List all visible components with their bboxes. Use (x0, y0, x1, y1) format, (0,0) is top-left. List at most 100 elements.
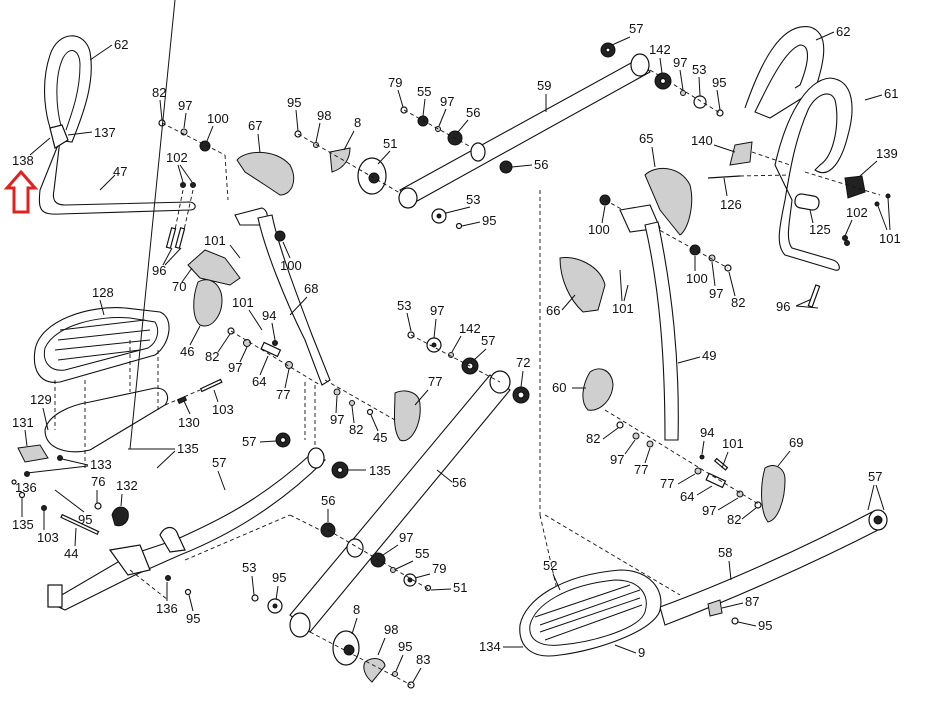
label-97-i: 97 (610, 452, 624, 467)
axle-132 (60, 513, 100, 536)
label-97-h: 55 (415, 546, 429, 561)
label-72: 77 (428, 374, 442, 389)
label-77-c: 77 (634, 462, 648, 477)
label-53-c: 95 (272, 570, 286, 585)
cover-66 (559, 256, 606, 313)
label-57-d: 72 (516, 355, 530, 370)
label-97-g: 82 (349, 422, 363, 437)
bracket-87 (707, 599, 723, 617)
cap-140 (729, 141, 753, 166)
arm-58 (659, 509, 888, 626)
left-fasteners (158, 119, 229, 249)
label-95-c: 95 (712, 75, 726, 90)
label-57-c: 135 (369, 463, 391, 478)
label-95-g: 83 (416, 652, 430, 667)
label-53-a: 53 (466, 192, 480, 207)
label-100-c: 100 (588, 222, 610, 237)
label-138: 138 (12, 153, 34, 168)
plate-128 (44, 387, 169, 453)
label-132: 44 (64, 546, 78, 561)
label-95-e: 53 (242, 560, 256, 575)
label-97-j: 97 (702, 503, 716, 518)
label-95-f: 53 (397, 298, 411, 313)
rod-126 (707, 175, 741, 179)
label-53-b: 53 (692, 62, 706, 77)
label-82-d: 45 (373, 430, 387, 445)
label-133: 136 (15, 480, 37, 495)
label-46: 68 (304, 281, 318, 296)
arm-59 (398, 53, 651, 209)
arm-45 (289, 370, 511, 638)
label-142-a: 142 (649, 42, 671, 57)
bracket-76 (111, 506, 129, 527)
label-53-d: 97 (430, 303, 444, 318)
arm-46 (234, 207, 331, 386)
label-100-d: 100 (686, 271, 708, 286)
label-135-a: 133 (90, 457, 112, 472)
label-131: 130 (178, 415, 200, 430)
highlight-up-arrow-icon (3, 169, 39, 214)
cover-83 (582, 368, 614, 411)
label-103-a: 135 (177, 441, 199, 456)
label-62-right: 62 (836, 24, 850, 39)
label-52: 52 (543, 558, 557, 573)
label-97-f: 142 (459, 321, 481, 336)
label-64-b: 64 (680, 489, 694, 504)
cover-69 (761, 465, 786, 523)
frame-44 (47, 447, 327, 611)
label-62-left: 62 (114, 37, 128, 52)
label-130: 103 (212, 402, 234, 417)
label-8-b: 98 (384, 622, 398, 637)
label-82-a: 82 (152, 85, 166, 100)
label-55-b: 79 (432, 561, 446, 576)
label-70: 46 (180, 344, 194, 359)
label-77-d: 77 (660, 476, 674, 491)
cover-72 (393, 390, 421, 442)
label-135-c: 136 (156, 601, 178, 616)
label-97-a: 97 (178, 98, 192, 113)
label-51-b: 8 (353, 602, 360, 617)
arm59-end-hardware (431, 208, 463, 230)
label-142-b: 57 (481, 333, 495, 348)
label-45: 56 (452, 475, 466, 490)
label-96-b: 96 (776, 299, 790, 314)
label-102-a: 102 (166, 150, 188, 165)
label-140: 140 (691, 133, 713, 148)
label-59: 59 (537, 78, 551, 93)
label-129: 131 (12, 415, 34, 430)
label-61: 61 (884, 86, 898, 101)
label-100-b: 100 (280, 258, 302, 273)
label-101-b: 101 (232, 295, 254, 310)
arm60-bottom-hardware (604, 409, 762, 509)
label-67: 67 (248, 118, 262, 133)
label-66: 66 (546, 303, 560, 318)
label-57-e: 57 (868, 469, 882, 484)
label-137: 137 (94, 125, 116, 140)
label-87: 87 (745, 594, 759, 609)
label-64-a: 64 (252, 374, 266, 389)
label-136-a: 135 (12, 517, 34, 532)
bolt-130-131 (164, 378, 223, 406)
cap-129 (17, 444, 49, 463)
label-101-c: 101 (879, 231, 901, 246)
label-47: 47 (113, 164, 127, 179)
arm46-hardware (227, 327, 321, 386)
label-68: 70 (172, 279, 186, 294)
arm45-top-hardware (407, 331, 530, 404)
label-55-a: 55 (417, 84, 431, 99)
lower-roller-assembly (309, 630, 415, 689)
left-handlebar-47 (38, 35, 196, 215)
label-94-a: 94 (262, 308, 276, 323)
top-roller-hardware (400, 106, 481, 153)
label-101-e: 101 (722, 436, 744, 451)
label-65: 65 (639, 131, 653, 146)
label-56-d: 97 (399, 530, 413, 545)
label-51-a: 51 (383, 136, 397, 151)
shroud-67 (236, 151, 295, 196)
label-77-a: 77 (276, 387, 290, 402)
label-95-b: 95 (482, 213, 496, 228)
label-98-a: 98 (317, 108, 331, 123)
label-83: 60 (552, 380, 566, 395)
label-94-b: 94 (700, 425, 714, 440)
